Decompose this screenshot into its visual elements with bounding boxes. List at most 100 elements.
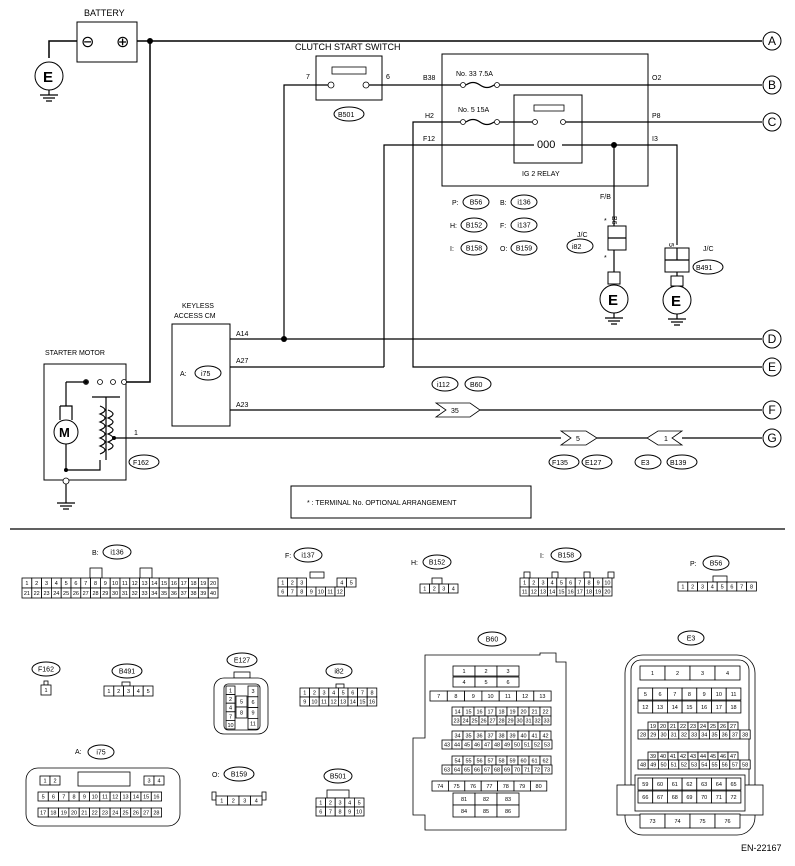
i82-pin: 8	[370, 691, 373, 697]
B60-pin: 38	[498, 734, 504, 740]
B158-pin: 17	[577, 590, 583, 596]
E3-pin: 24	[700, 724, 706, 730]
diagram-code: EN-22167	[741, 843, 782, 853]
E3-pin: 53	[691, 763, 697, 769]
term-A27: A27	[236, 358, 249, 365]
conn-i136-tag	[102, 544, 132, 560]
E3-pin: 12	[642, 705, 648, 711]
E3-pin: 22	[680, 724, 686, 730]
conn-i75-tag-label: i75	[96, 750, 105, 757]
legend-B152-tag	[460, 217, 488, 233]
B60-pin: 15	[465, 710, 471, 716]
jc2-label: J/C	[703, 246, 714, 253]
B60-pin: 6	[506, 680, 509, 686]
E3-pin: 3	[701, 671, 704, 677]
relay-coil: 000	[537, 139, 555, 151]
E127-pin: 9	[251, 711, 254, 717]
term-FB: F/B	[600, 194, 611, 201]
B158-pin: 9	[597, 581, 600, 587]
B60-pin: 17	[487, 710, 493, 716]
conn-E3-tag-label: E3	[687, 636, 696, 643]
wire-battery-to-starter	[126, 41, 151, 383]
inline-35: 35 i112 B60	[431, 376, 492, 418]
E3-pin: 27	[730, 724, 736, 730]
i137-pin: 2	[291, 581, 294, 587]
jc1-label: J/C	[577, 232, 588, 239]
E3-pin: 1	[651, 671, 654, 677]
B158-pin: 6	[569, 581, 572, 587]
i82-pin: 4	[332, 691, 335, 697]
B60-pin: 73	[544, 768, 550, 774]
i136-pin: 6	[74, 581, 77, 587]
legend-i136-tag	[510, 194, 538, 210]
wire-H2	[412, 121, 460, 339]
pin-cell	[746, 581, 757, 592]
B60-pin: 23	[453, 719, 459, 725]
junction-A14	[281, 336, 287, 342]
E3-pin: 5	[644, 692, 647, 698]
B60-pin: 3	[506, 669, 509, 675]
i136-pin: 37	[181, 591, 187, 597]
E3-pin: 41	[670, 754, 676, 760]
clutch-pin-6: 6	[386, 74, 390, 81]
inline-5-num: 5	[576, 436, 580, 443]
i137-pin: 3	[300, 581, 303, 587]
B60-pin: 13	[539, 694, 545, 700]
E3-pin: 58	[742, 763, 748, 769]
B60-pin: 69	[504, 768, 510, 774]
conn-B159-prefix: O:	[212, 772, 219, 779]
B152-pin: 2	[433, 587, 436, 593]
conn-i136-tag-label: i136	[110, 550, 123, 557]
clutch-switch-body	[315, 55, 383, 101]
B158-pin: 16	[568, 590, 574, 596]
output-A	[762, 31, 782, 51]
output-B	[762, 75, 782, 95]
i137-pin: 11	[327, 590, 333, 596]
pin-cell	[448, 583, 459, 594]
B158-pin: 18	[586, 590, 592, 596]
legend-key: I:	[450, 246, 454, 253]
i136-pin: 35	[161, 591, 167, 597]
B501-pin: 5	[358, 801, 361, 807]
output-G	[762, 428, 782, 448]
i75-pin: 17	[40, 811, 46, 817]
conn-B491-tag-label: B491	[119, 669, 135, 676]
E127-pin: 1	[229, 689, 232, 695]
ground-letter-jc2: E	[671, 293, 681, 310]
E3-pin: 17	[716, 705, 722, 711]
i136-pin: 32	[132, 591, 138, 597]
B158-pin: 14	[549, 590, 555, 596]
jc-i82: * * J/C i82 E	[566, 218, 629, 325]
E3-pin: 67	[657, 795, 663, 801]
battery: BATTERY ⊖ ⊕	[76, 8, 138, 63]
i136-pin: 13	[141, 581, 147, 587]
E3-pin: 28	[640, 733, 646, 739]
B60-pin: 26	[480, 719, 486, 725]
inline-b60: B60	[470, 382, 483, 389]
i82-pin: 3	[322, 691, 325, 697]
B60-pin: 67	[484, 768, 490, 774]
E3-pin: 33	[691, 733, 697, 739]
i75-pin: 18	[50, 811, 56, 817]
pin-cell	[150, 807, 163, 818]
E3-pin: 25	[710, 724, 716, 730]
fuse-5-element	[465, 118, 495, 126]
E3-pin: 36	[722, 733, 728, 739]
E3-pin: 73	[649, 819, 655, 825]
B60-pin: 16	[476, 710, 482, 716]
E3-pin: 38	[742, 733, 748, 739]
E3-pin: 47	[730, 754, 736, 760]
i136-pin: 36	[171, 591, 177, 597]
B501-pin: 1	[319, 801, 322, 807]
E3-pin: 68	[672, 795, 678, 801]
conn-B56-tag-label: B56	[710, 561, 723, 568]
i75-pin: 24	[112, 811, 118, 817]
E127-pin: 5	[240, 700, 243, 706]
B158-pin: 8	[587, 581, 590, 587]
i136-pin: 33	[141, 591, 147, 597]
keyless-connector: i75	[201, 371, 210, 378]
